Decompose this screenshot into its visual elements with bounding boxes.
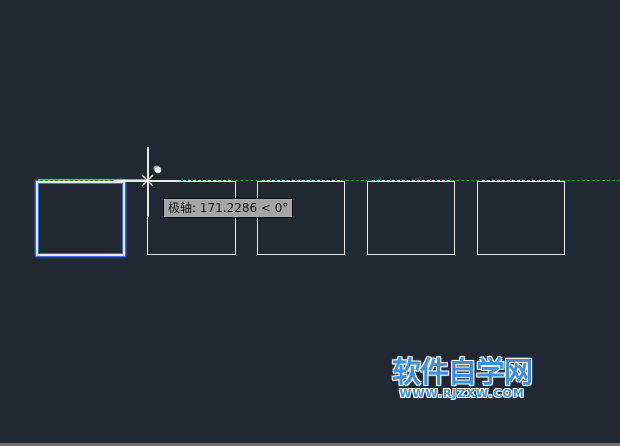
snap-marker-icon: [141, 174, 154, 187]
tracking-overlay-segment: [482, 180, 560, 181]
watermark-title: 软件自学网: [391, 355, 533, 389]
polar-tracking-line-left: [40, 180, 148, 181]
tracking-overlay-segment: [262, 180, 340, 181]
tracking-overlay-segment: [153, 180, 231, 181]
rectangle[interactable]: [477, 181, 565, 255]
rectangle[interactable]: [147, 181, 236, 255]
watermark-url: WWW.RJZXW.COM: [399, 387, 525, 400]
watermark: 软件自学网 WWW.RJZXW.COM: [387, 356, 537, 400]
tracking-overlay-segment: [372, 180, 450, 181]
crosshair-cursor-icon: [147, 147, 149, 217]
rectangle[interactable]: [367, 181, 455, 255]
rectangle-selected[interactable]: [36, 181, 125, 256]
rectangle[interactable]: [257, 181, 345, 255]
object-snap-dot-icon: [153, 165, 162, 174]
status-bar-edge: [0, 443, 620, 446]
polar-tracking-tooltip: 极轴: 171.2286 < 0°: [163, 198, 294, 218]
